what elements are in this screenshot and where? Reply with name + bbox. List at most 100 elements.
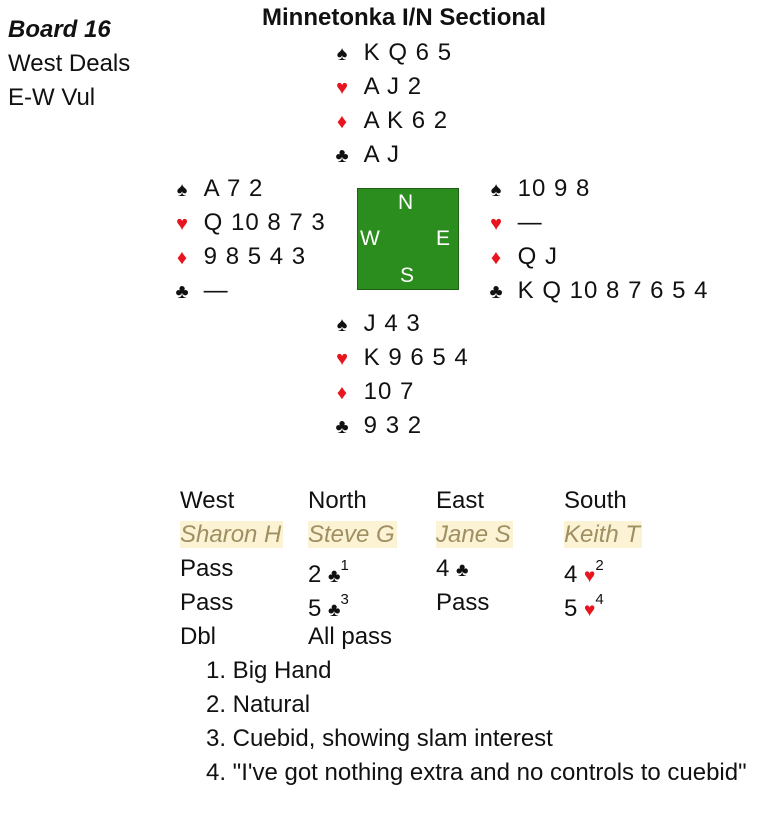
bid-text: 4 (564, 561, 578, 588)
player-east-name: Jane S (436, 521, 513, 548)
north-diamonds-cards: A K 6 2 (363, 107, 449, 134)
bid-cell: 5 ♥4 (564, 586, 692, 622)
spade-icon: ♠ (336, 314, 348, 336)
compass-table: N W E S (357, 188, 459, 290)
auction-row: Dbl All pass (180, 620, 692, 654)
east-spades-cards: 10 9 8 (517, 175, 591, 202)
spade-icon: ♠ (336, 43, 348, 65)
hand-east-diamonds: ♦ Q J (481, 240, 708, 274)
bid-footnote-marker: 4 (595, 591, 604, 608)
vulnerability: E-W Vul (8, 84, 96, 111)
west-hearts-cards: Q 10 8 7 3 (203, 209, 326, 236)
hand-west-spades: ♠ A 7 2 (167, 172, 326, 206)
bid-text: 5 (308, 595, 322, 622)
bid-text: Dbl (180, 623, 217, 650)
player-south: Keith T (564, 518, 692, 552)
bid-text: 5 (564, 595, 578, 622)
compass-west-label: W (360, 227, 380, 250)
compass-north-label: N (398, 191, 414, 214)
north-hearts-cards: A J 2 (363, 73, 423, 100)
hand-east-spades: ♠ 10 9 8 (481, 172, 708, 206)
diamond-icon: ♦ (490, 247, 502, 269)
hand-north-diamonds: ♦ A K 6 2 (327, 104, 452, 138)
club-icon: ♣ (328, 600, 341, 621)
north-clubs-cards: A J (363, 141, 401, 168)
bid-cell: Dbl (180, 620, 308, 654)
board-info: Board 16 West Deals E-W Vul (8, 13, 130, 115)
note-1: 1. Big Hand (206, 657, 332, 684)
hand-east-clubs: ♣ K Q 10 8 7 6 5 4 (481, 274, 708, 308)
bid-text: Pass (180, 555, 234, 582)
header-north: North (308, 487, 367, 514)
bid-footnote-marker: 3 (340, 591, 349, 608)
bid-footnote-marker: 1 (340, 557, 349, 574)
header-east: East (436, 487, 485, 514)
bid-cell: 4 ♥2 (564, 552, 692, 588)
south-spades-cards: J 4 3 (363, 310, 421, 337)
hand-west-clubs: ♣ — (167, 274, 326, 308)
heart-icon: ♥ (336, 77, 348, 99)
compass-south-label: S (400, 264, 415, 287)
player-east: Jane S (436, 518, 564, 552)
compass-east-label: E (436, 227, 451, 250)
auction-header-row: West North East South (180, 484, 692, 518)
club-icon: ♣ (456, 560, 469, 581)
hand-south-diamonds: ♦ 10 7 (327, 375, 469, 409)
bid-cell: Pass (436, 586, 564, 620)
east-hearts-cards: — (517, 209, 543, 236)
bid-text: Pass (436, 589, 490, 616)
heart-icon: ♥ (336, 348, 348, 370)
bid-cell: Pass (180, 586, 308, 620)
bid-text: 4 (436, 555, 450, 582)
spade-icon: ♠ (490, 179, 502, 201)
heart-icon: ♥ (584, 566, 596, 587)
board-number: Board 16 (8, 16, 111, 43)
auction-table: West North East South Sharon H Steve G J… (180, 484, 692, 654)
hand-north-clubs: ♣ A J (327, 138, 452, 172)
auction-players-row: Sharon H Steve G Jane S Keith T (180, 518, 692, 552)
club-icon: ♣ (489, 281, 503, 303)
hand-north-spades: ♠ K Q 6 5 (327, 36, 452, 70)
header-south: South (564, 487, 627, 514)
bid-cell: All pass (308, 620, 436, 654)
diamond-icon: ♦ (176, 247, 188, 269)
bid-cell: 2 ♣1 (308, 552, 436, 588)
club-icon: ♣ (328, 566, 341, 587)
south-hearts-cards: K 9 6 5 4 (363, 344, 469, 371)
hand-south-clubs: ♣ 9 3 2 (327, 409, 469, 443)
auction-notes: 1. Big Hand 2. Natural 3. Cuebid, showin… (206, 654, 747, 790)
hand-south: ♠ J 4 3 ♥ K 9 6 5 4 ♦ 10 7 ♣ 9 3 2 (327, 307, 469, 443)
hand-south-hearts: ♥ K 9 6 5 4 (327, 341, 469, 375)
note-3: 3. Cuebid, showing slam interest (206, 725, 553, 752)
hand-east-hearts: ♥ — (481, 206, 708, 240)
west-diamonds-cards: 9 8 5 4 3 (203, 243, 307, 270)
event-title: Minnetonka I/N Sectional (262, 4, 547, 31)
north-spades-cards: K Q 6 5 (363, 39, 453, 66)
hand-west-hearts: ♥ Q 10 8 7 3 (167, 206, 326, 240)
player-west-name: Sharon H (180, 521, 284, 548)
bid-cell: 5 ♣3 (308, 586, 436, 622)
club-icon: ♣ (335, 416, 349, 438)
bid-footnote-marker: 2 (595, 557, 604, 574)
header-west: West (180, 487, 235, 514)
note-4: 4. "I've got nothing extra and no contro… (206, 759, 747, 786)
east-diamonds-cards: Q J (517, 243, 559, 270)
note-2: 2. Natural (206, 691, 311, 718)
bid-text: 2 (308, 561, 322, 588)
west-spades-cards: A 7 2 (203, 175, 264, 202)
hand-east: ♠ 10 9 8 ♥ — ♦ Q J ♣ K Q 10 8 7 6 5 4 (481, 172, 708, 308)
heart-icon: ♥ (490, 213, 502, 235)
heart-icon: ♥ (584, 600, 596, 621)
hand-north: ♠ K Q 6 5 ♥ A J 2 ♦ A K 6 2 ♣ A J (327, 36, 452, 172)
south-diamonds-cards: 10 7 (363, 378, 415, 405)
hand-west: ♠ A 7 2 ♥ Q 10 8 7 3 ♦ 9 8 5 4 3 ♣ — (167, 172, 326, 308)
bid-cell: Pass (180, 552, 308, 586)
heart-icon: ♥ (176, 213, 188, 235)
diamond-icon: ♦ (336, 111, 348, 133)
dealer: West Deals (8, 50, 131, 77)
hand-south-spades: ♠ J 4 3 (327, 307, 469, 341)
east-clubs-cards: K Q 10 8 7 6 5 4 (517, 277, 709, 304)
bid-text: All pass (308, 623, 393, 650)
